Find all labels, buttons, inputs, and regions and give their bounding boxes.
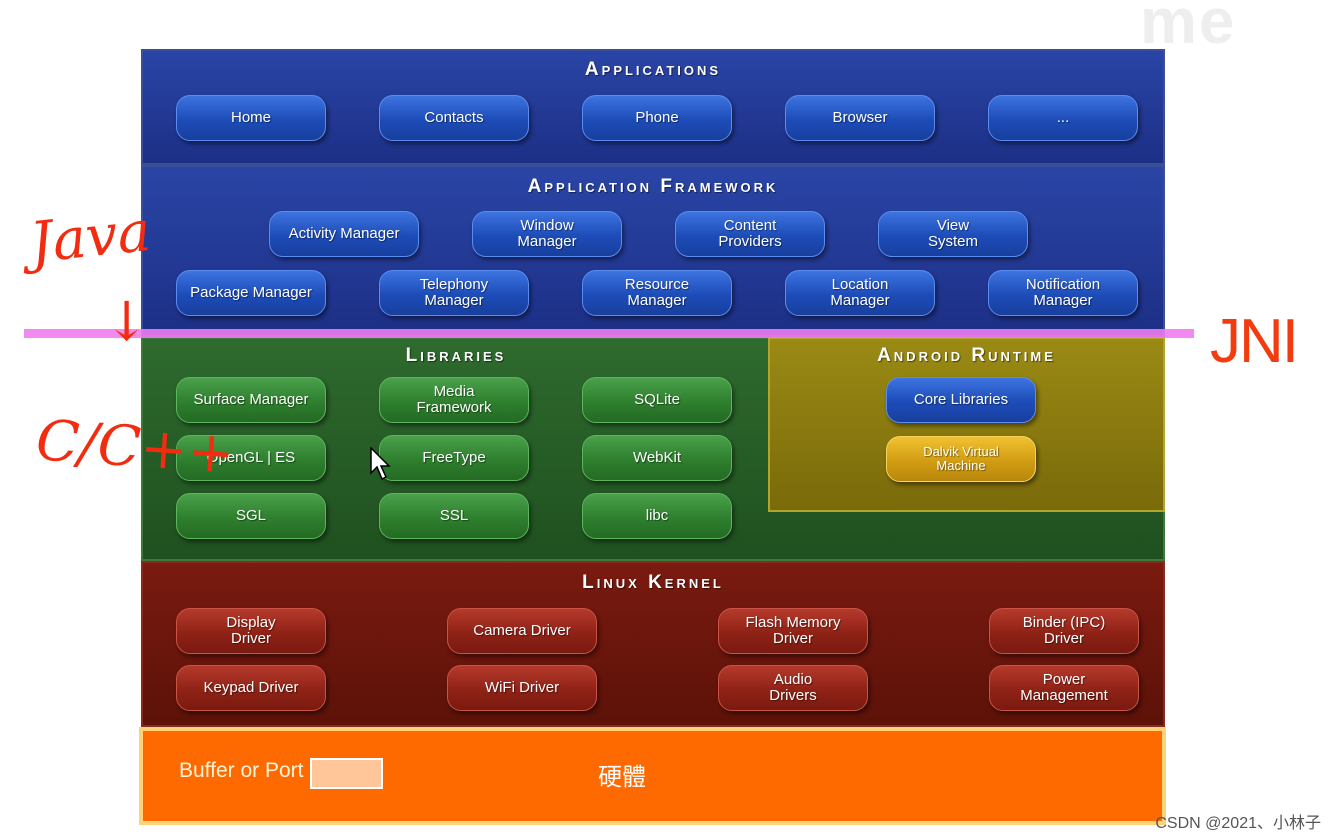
- runtime-dalvik-vm[interactable]: Dalvik Virtual Machine: [886, 436, 1036, 482]
- kernel-flash-memory-driver[interactable]: Flash Memory Driver: [718, 608, 868, 654]
- linux-kernel-layer: Linux Kernel Display Driver Camera Drive…: [141, 561, 1165, 727]
- cpp-handwritten-note: C/C++: [33, 408, 237, 487]
- kernel-wifi-driver[interactable]: WiFi Driver: [447, 665, 597, 711]
- kernel-camera-driver[interactable]: Camera Driver: [447, 608, 597, 654]
- libraries-title: Libraries: [405, 345, 507, 366]
- app-home[interactable]: Home: [176, 95, 326, 141]
- lib-media-framework[interactable]: Media Framework: [379, 377, 529, 423]
- app-contacts[interactable]: Contacts: [379, 95, 529, 141]
- kernel-title: Linux Kernel: [582, 572, 724, 593]
- fw-telephony-manager[interactable]: Telephony Manager: [379, 270, 529, 316]
- app-browser[interactable]: Browser: [785, 95, 935, 141]
- jni-label: JNI: [1210, 307, 1299, 376]
- runtime-core-libraries[interactable]: Core Libraries: [886, 377, 1036, 423]
- framework-layer: Application Framework Activity Manager W…: [141, 165, 1165, 337]
- kernel-keypad-driver[interactable]: Keypad Driver: [176, 665, 326, 711]
- fw-resource-manager[interactable]: Resource Manager: [582, 270, 732, 316]
- mouse-cursor-icon: [370, 447, 391, 481]
- lib-sgl[interactable]: SGL: [176, 493, 326, 539]
- hardware-label: 硬體: [598, 764, 646, 791]
- lib-surface-manager[interactable]: Surface Manager: [176, 377, 326, 423]
- fw-notification-manager[interactable]: Notification Manager: [988, 270, 1138, 316]
- watermark: CSDN @2021、小林子: [1155, 815, 1321, 832]
- framework-title: Application Framework: [527, 176, 779, 197]
- fw-window-manager[interactable]: Window Manager: [472, 211, 622, 257]
- kernel-power-management[interactable]: Power Management: [989, 665, 1139, 711]
- applications-title: Applications: [584, 59, 722, 80]
- lib-freetype[interactable]: FreeType: [379, 435, 529, 481]
- lib-webkit[interactable]: WebKit: [582, 435, 732, 481]
- app-phone[interactable]: Phone: [582, 95, 732, 141]
- down-arrow-icon: ↓: [104, 290, 150, 353]
- fw-package-manager[interactable]: Package Manager: [176, 270, 326, 316]
- app-more[interactable]: ...: [988, 95, 1138, 141]
- background-logo: me: [1140, 0, 1237, 57]
- buffer-or-port-label: Buffer or Port: [179, 759, 304, 782]
- buffer-box: [310, 758, 383, 789]
- lib-opengl-es[interactable]: OpenGL | ES: [176, 435, 326, 481]
- jni-divider-line: [24, 329, 1194, 338]
- fw-activity-manager[interactable]: Activity Manager: [269, 211, 419, 257]
- lib-sqlite[interactable]: SQLite: [582, 377, 732, 423]
- kernel-display-driver[interactable]: Display Driver: [176, 608, 326, 654]
- lib-libc[interactable]: libc: [582, 493, 732, 539]
- fw-view-system[interactable]: View System: [878, 211, 1028, 257]
- fw-content-providers[interactable]: Content Providers: [675, 211, 825, 257]
- applications-layer: Applications Home Contacts Phone Browser…: [141, 49, 1165, 165]
- hardware-layer: Buffer or Port 硬體: [139, 727, 1166, 825]
- kernel-binder-driver[interactable]: Binder (IPC) Driver: [989, 608, 1139, 654]
- kernel-audio-drivers[interactable]: Audio Drivers: [718, 665, 868, 711]
- android-runtime-layer: Android Runtime Core Libraries Dalvik Vi…: [768, 337, 1165, 512]
- java-handwritten-note: Java: [26, 198, 154, 277]
- fw-location-manager[interactable]: Location Manager: [785, 270, 935, 316]
- lib-ssl[interactable]: SSL: [379, 493, 529, 539]
- runtime-title: Android Runtime: [877, 345, 1056, 366]
